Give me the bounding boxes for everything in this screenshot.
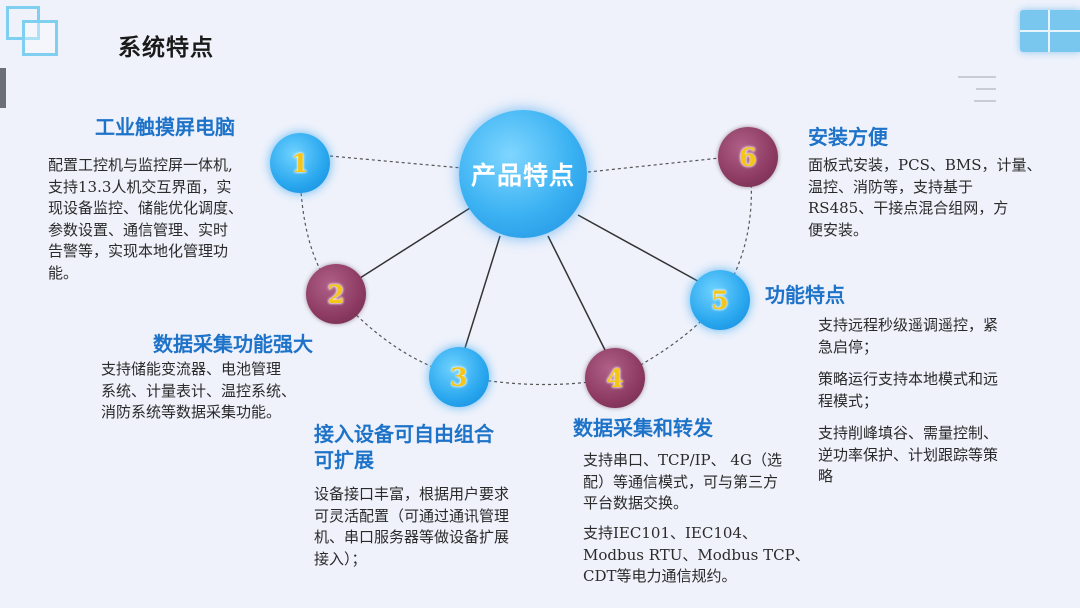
feature-4-desc-b: 支持IEC101、IEC104、Modbus RTU、Modbus TCP、CD… (583, 524, 810, 585)
feature-5-title: 功能特点 (765, 283, 845, 307)
feature-5-desc-b: 策略运行支持本地模式和远程模式； (818, 370, 999, 410)
feature-5-desc-c: 支持削峰填谷、需量控制、逆功率保护、计划跟踪等策略 (818, 424, 999, 485)
feature-4-title: 数据采集和转发 (573, 416, 713, 440)
feature-1-title: 工业触摸屏电脑 (95, 115, 235, 139)
node-1: 1 (270, 133, 330, 193)
feature-2-desc: 支持储能变流器、电池管理系统、计量表计、温控系统、消防系统等数据采集功能。 (101, 360, 297, 421)
feature-2-title: 数据采集功能强大 (153, 332, 313, 356)
feature-1-desc: 配置工控机与监控屏一体机,支持13.3人机交互界面，实现设备监控、储能优化调度、… (48, 156, 244, 282)
left-accent-bar (0, 68, 6, 108)
link-center-1 (329, 155, 463, 169)
feature-3-desc: 设备接口丰富，根据用户要求可灵活配置（可通过通讯管理机、串口服务器等做设备扩展接… (314, 485, 510, 568)
corner-grid-decoration (1020, 10, 1080, 52)
link-center-3 (464, 235, 501, 349)
menu-lines-icon (958, 76, 996, 106)
feature-5-desc-a: 支持远程秒级遥调遥控，紧急启停； (818, 316, 999, 356)
page-title: 系统特点 (118, 35, 214, 61)
center-hub: 产品特点 (459, 110, 587, 238)
node-2: 2 (306, 264, 366, 324)
link-center-2 (359, 207, 471, 279)
node-3: 3 (429, 347, 489, 407)
feature-3-title: 接入设备可自由组合可扩展 (314, 422, 494, 472)
node-5: 5 (690, 270, 750, 330)
link-center-6 (587, 157, 721, 173)
link-center-4 (547, 235, 606, 351)
node-6: 6 (718, 127, 778, 187)
node-4: 4 (585, 348, 645, 408)
decorative-square (22, 20, 58, 56)
feature-4-desc-a: 支持串口、TCP/IP、 4G（选配）等通信模式，可与第三方平台数据交换。 (583, 451, 782, 512)
link-center-5 (577, 214, 706, 286)
feature-6-title: 安装方便 (808, 125, 888, 149)
